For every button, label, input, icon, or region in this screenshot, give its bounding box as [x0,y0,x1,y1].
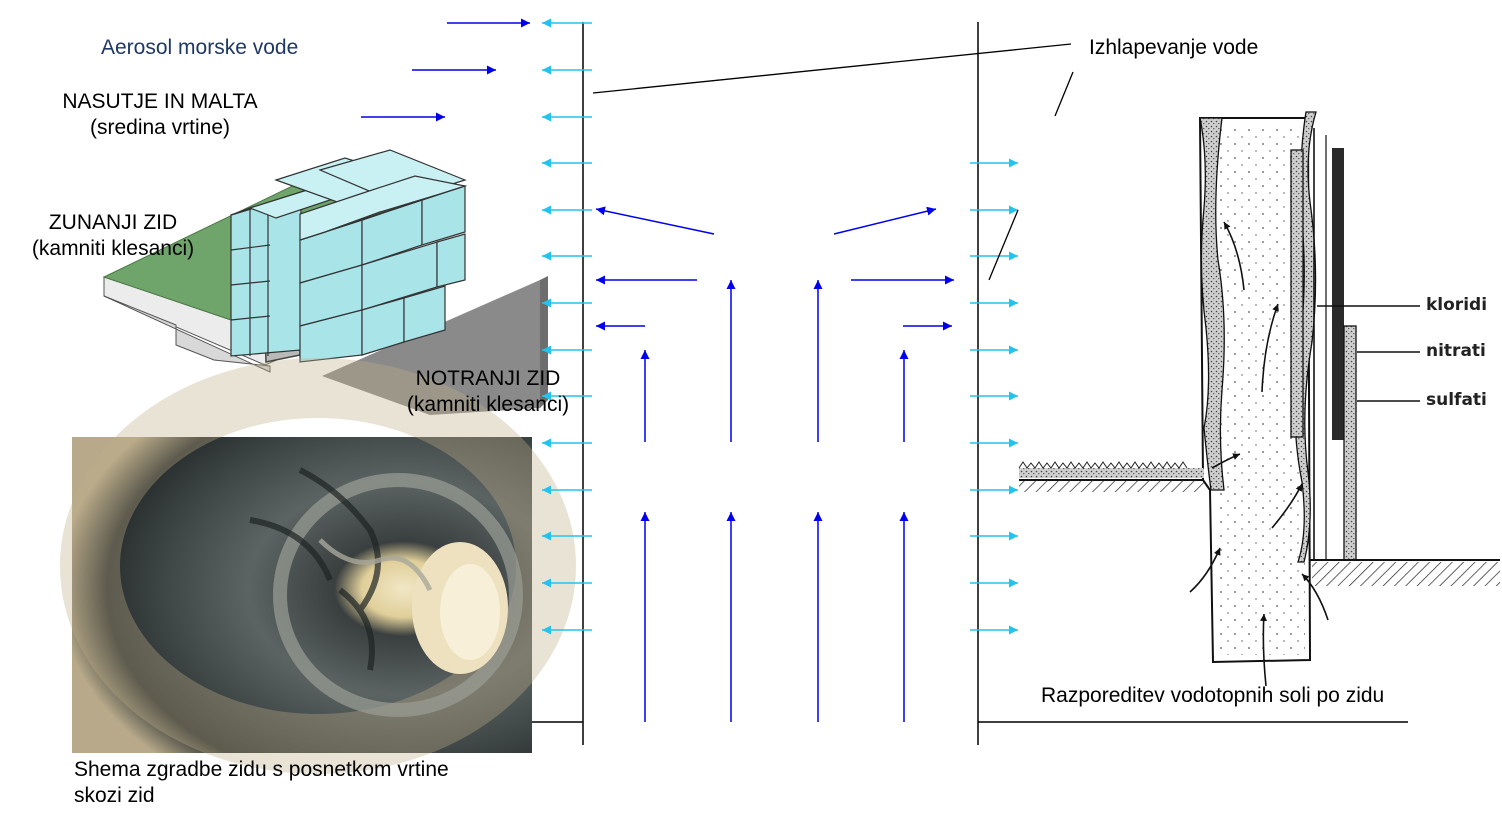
borehole-photo [60,358,576,774]
lateral-diffusion-arrows [595,206,954,331]
outer-wall-label: ZUNANJI ZID (kamniti klesanci) [8,210,218,262]
capillary-rise-arrows [640,280,909,722]
evaporation-leader [592,43,1072,94]
fill-label-line1: NASUTJE IN MALTA [62,90,258,113]
inner-wall-label-line1: NOTRANJI ZID [415,367,561,390]
inner-wall-shadow [322,280,540,415]
chlorides-label: kloridi [1426,295,1488,315]
salt-distribution-caption: Razporeditev vodotopnih soli po zidu [1041,684,1385,707]
outer-wall-label-line2: (kamniti klesanci) [31,237,195,260]
inner-wall-label: NOTRANJI ZID (kamniti klesanci) [386,366,590,418]
photo-caption-line2: skozi zid [74,784,155,807]
evaporation-leader [1054,71,1074,117]
chlorides-bar-core [1332,148,1344,440]
wall-sketch [102,149,548,415]
sulfates-bar [1343,325,1357,561]
sulfates-label: sulfati [1426,390,1487,410]
evaporation-label: Izhlapevanje vode [1089,36,1259,59]
fill-label-line2: (sredina vrtine) [89,116,231,139]
chlorides-bar [1290,149,1304,438]
nitrates-label: nitrati [1426,341,1486,361]
photo-caption: Shema zgradbe zidu s posnetkom vrtine sk… [74,757,449,809]
salt-section [1018,111,1500,687]
section-diagram [361,18,1408,745]
fill-label: NASUTJE IN MALTA (sredina vrtine) [30,89,290,141]
aerosol-label: Aerosol morske vode [101,36,299,59]
photo-caption-line1: Shema zgradbe zidu s posnetkom vrtine [74,758,449,781]
inner-wall-blocks [299,185,466,363]
inner-wall-label-line2: (kamniti klesanci) [406,393,570,416]
salt-flow-arrows [1189,221,1329,687]
outer-wall-label-line1: ZUNANJI ZID [48,211,178,234]
evaporation-leader [988,209,1019,281]
